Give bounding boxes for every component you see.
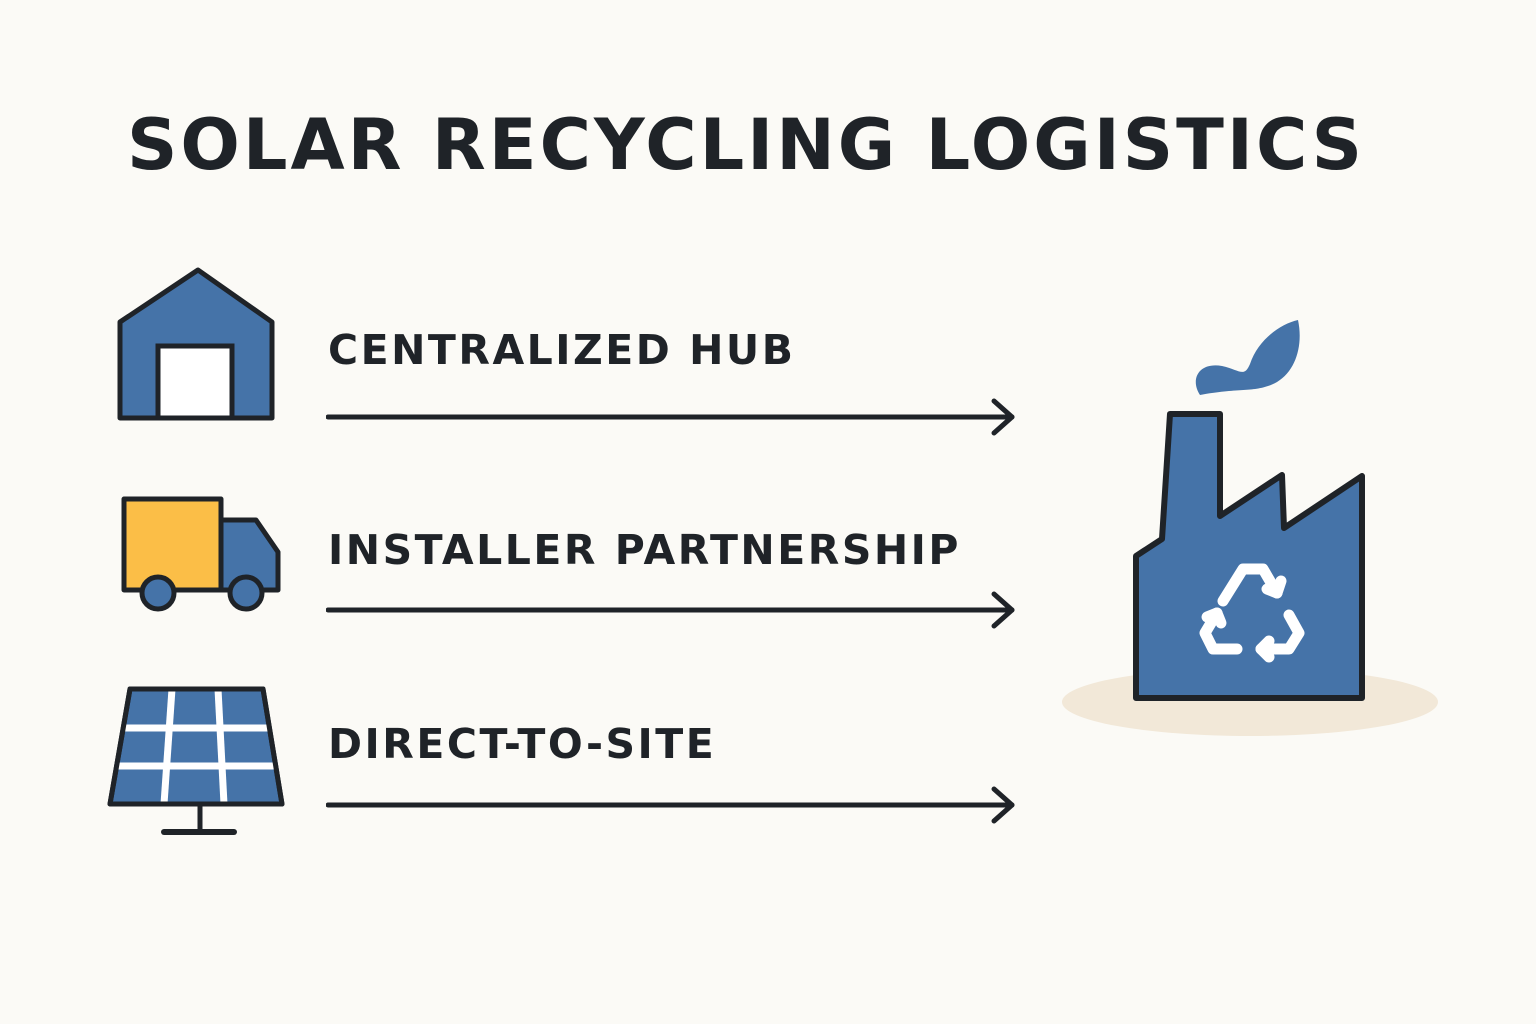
recycling-factory-icon xyxy=(1062,320,1438,736)
route-direct-to-site: DIRECT-TO-SITE xyxy=(0,680,1536,860)
route-label: INSTALLER PARTNERSHIP xyxy=(328,526,961,574)
arrow-icon xyxy=(326,398,1015,436)
smoke-puff xyxy=(1195,320,1300,395)
recycle-symbol xyxy=(1199,563,1305,663)
arrow-icon xyxy=(326,591,1015,629)
page-title: SOLAR RECYCLING LOGISTICS xyxy=(126,104,1366,186)
warehouse-icon xyxy=(117,267,275,421)
solar-panel-icon xyxy=(107,686,285,835)
route-label: DIRECT-TO-SITE xyxy=(328,720,717,768)
truck-icon xyxy=(121,496,281,612)
arrow-icon xyxy=(326,786,1015,824)
route-centralized-hub: CENTRALIZED HUB xyxy=(0,256,1536,436)
route-installer-partnership: INSTALLER PARTNERSHIP xyxy=(0,482,1536,662)
route-label: CENTRALIZED HUB xyxy=(328,326,796,374)
